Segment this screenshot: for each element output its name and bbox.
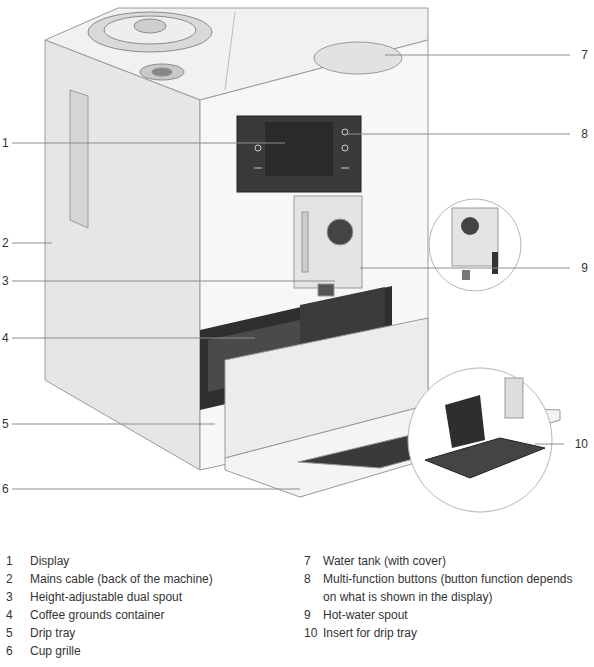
part-name: Mains cable (back of the machine) xyxy=(30,570,213,588)
part-name: Drip tray xyxy=(30,624,75,642)
inset-hot-water-spout xyxy=(429,199,521,291)
leader-lines-part xyxy=(345,134,570,135)
machine-body-part xyxy=(45,40,200,470)
water-tank-cover xyxy=(314,42,402,74)
legend-number: 5 xyxy=(6,624,13,642)
leader-lines-part xyxy=(12,489,300,490)
inset-drip-tray-insert-part xyxy=(425,438,545,478)
legend-number: 3 xyxy=(6,588,13,606)
inset-hot-water-spout-part xyxy=(462,270,470,280)
legend-number: 4 xyxy=(6,606,13,624)
inset-drip-tray-insert xyxy=(408,368,552,512)
callout-number: 2 xyxy=(0,234,11,252)
water-tank-cover-part xyxy=(314,42,402,74)
display-panel-part xyxy=(341,168,349,169)
leader-lines-part xyxy=(12,143,285,144)
leader-lines-part xyxy=(385,55,570,56)
part-name: Height-adjustable dual spout xyxy=(30,588,182,606)
callout-number: 3 xyxy=(0,272,11,290)
leader-lines-part xyxy=(535,444,564,445)
legend-number: 7 xyxy=(304,552,311,570)
leader-lines-part xyxy=(12,243,52,244)
display-panel-part xyxy=(255,145,261,151)
spout-housing-part xyxy=(302,212,308,272)
display-panel-part xyxy=(265,122,333,176)
inset-hot-water-spout-part xyxy=(429,199,521,291)
legend-number: 9 xyxy=(304,606,311,624)
machine-body-part xyxy=(200,40,428,470)
display-panel xyxy=(237,116,361,192)
spout-housing-part xyxy=(294,196,362,288)
machine-body xyxy=(45,8,428,470)
callout-number: 4 xyxy=(0,329,11,347)
inset-hot-water-spout-part xyxy=(452,208,498,266)
callout-number: 10 xyxy=(573,435,590,453)
leader-lines-part xyxy=(360,268,570,269)
callout-number: 7 xyxy=(579,46,590,64)
part-name: Display xyxy=(30,552,69,570)
machine-body-part xyxy=(70,90,88,228)
part-name: Water tank (with cover) xyxy=(323,552,446,570)
spout-housing-part xyxy=(318,284,334,296)
machine-body-part xyxy=(225,12,235,90)
part-name: Coffee grounds container xyxy=(30,606,165,624)
part-name: Cup grille xyxy=(30,642,81,660)
leader-lines-part xyxy=(12,281,335,282)
legend-number: 1 xyxy=(6,552,13,570)
callout-number: 6 xyxy=(0,480,11,498)
callout-number: 8 xyxy=(579,125,590,143)
display-panel-part xyxy=(342,145,348,151)
inset-hot-water-spout-part xyxy=(492,252,498,274)
spout-housing-part xyxy=(327,219,353,245)
legend-number: 8 xyxy=(304,570,311,588)
inset-drip-tray-insert-part xyxy=(408,368,552,512)
leader-lines-part xyxy=(12,338,255,339)
bean-hopper xyxy=(88,12,212,80)
display-panel-part xyxy=(237,116,361,192)
part-name: Insert for drip tray xyxy=(323,624,417,642)
inset-drip-tray-insert-part xyxy=(505,378,523,418)
legend-number: 10 xyxy=(304,624,317,642)
callout-number: 1 xyxy=(0,134,11,152)
inset-hot-water-spout-part xyxy=(461,217,479,235)
legend-number: 6 xyxy=(6,642,13,660)
bean-hopper-part xyxy=(134,19,166,33)
bean-hopper-part xyxy=(88,12,212,52)
legend-number: 2 xyxy=(6,570,13,588)
display-panel-part xyxy=(254,168,262,169)
inset-drip-tray-insert-part xyxy=(445,395,485,448)
part-name: Multi-function buttons (button function … xyxy=(323,570,585,606)
bean-hopper-part xyxy=(104,16,196,44)
bean-hopper-part xyxy=(140,64,184,80)
bean-hopper-part xyxy=(152,68,172,76)
part-name: Hot-water spout xyxy=(323,606,408,624)
callout-number: 5 xyxy=(0,415,11,433)
leader-lines-part xyxy=(12,424,215,425)
callout-number: 9 xyxy=(579,259,590,277)
leader-lines xyxy=(12,55,570,489)
